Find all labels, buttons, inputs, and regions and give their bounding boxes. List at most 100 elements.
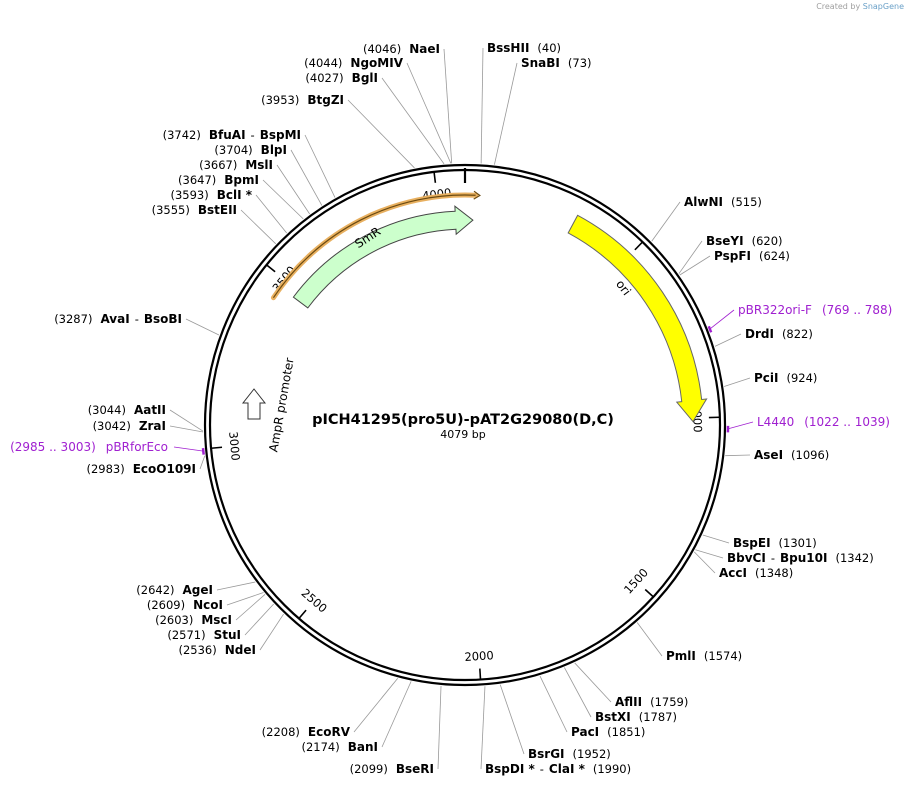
site-leader <box>276 164 310 215</box>
site-label: (3647)BpmI <box>178 173 259 187</box>
site-name: AflII <box>615 695 642 709</box>
site-name: BsrGI <box>528 747 565 761</box>
site-label: (2174)BanI <box>301 740 378 754</box>
site-name: PmlI <box>666 649 696 663</box>
site-label: (3287)AvaI-BsoBI <box>54 312 182 326</box>
site-separator: - <box>771 551 775 565</box>
site-label: BsrGI(1952) <box>528 747 611 761</box>
site-label: (3042) ZraI <box>93 419 166 433</box>
site-leader <box>480 686 486 770</box>
primer-leader <box>708 309 735 330</box>
site-name: BseRI <box>396 762 434 776</box>
site-position: (624) <box>759 249 790 263</box>
site-name: PspFI <box>714 249 751 263</box>
site-name: PciI <box>754 371 779 385</box>
site-leader <box>199 455 206 470</box>
site-leader <box>216 581 256 591</box>
site-name: PacI <box>571 725 599 739</box>
site-name: AvaI <box>100 312 129 326</box>
site-label: BbvCI-Bpu10I(1342) <box>727 551 874 565</box>
primer-range: (1022 .. 1039) <box>804 415 890 429</box>
site-label: (3742)BfuAI-BspMI <box>163 128 301 142</box>
site-leader <box>539 675 568 733</box>
tick-mark <box>479 668 482 680</box>
site-label: (3704)BlpI <box>214 143 287 157</box>
site-name-2: BsoBI <box>144 312 182 326</box>
site-position: (2983) <box>86 462 124 476</box>
site-leader <box>353 677 399 733</box>
site-leader <box>714 333 742 347</box>
site-name: ZraI <box>139 419 166 433</box>
site-name: BanI <box>348 740 378 754</box>
site-leader <box>381 681 412 748</box>
site-leader <box>290 149 323 206</box>
site-name: SnaBI <box>521 56 560 70</box>
site-name: BglI <box>352 71 378 85</box>
site-position: (2208) <box>262 725 300 739</box>
site-leader <box>437 685 442 770</box>
site-name: BbvCI <box>727 551 766 565</box>
site-leader <box>725 454 751 457</box>
primer-label: (2985 .. 3003) pBRforEco <box>10 440 168 454</box>
site-label: (3555)BstEII <box>152 203 237 217</box>
site-position: (3647) <box>178 173 216 187</box>
site-position: (3704) <box>214 143 252 157</box>
primer-leader <box>173 446 205 452</box>
site-name: BstXI <box>595 710 631 724</box>
site-position: (1990) <box>593 762 631 776</box>
tick-label: 2000 <box>464 648 494 664</box>
site-name: AgeI <box>183 583 213 597</box>
site-name: BssHII <box>487 41 529 55</box>
site-leader <box>226 592 264 606</box>
tick-label: 3000 <box>226 431 243 461</box>
site-name: MscI <box>201 613 232 627</box>
site-position: (3042) <box>93 419 131 433</box>
site-position: (822) <box>782 327 813 341</box>
site-name: BspEI <box>733 536 771 550</box>
site-leader <box>693 551 716 574</box>
site-position: (1096) <box>791 448 829 462</box>
site-separator: - <box>251 128 255 142</box>
primer-name: L4440 <box>757 415 794 429</box>
site-position: (1342) <box>835 551 873 565</box>
tick-mark <box>634 241 644 251</box>
site-name: BclI * <box>217 188 253 202</box>
site-label: BspEI(1301) <box>733 536 817 550</box>
site-label: BstXI (1787) <box>595 710 677 724</box>
site-label: PacI (1851) <box>571 725 645 739</box>
feature-label-ampr-promoter: AmpR promoter <box>266 357 296 453</box>
site-position: (1851) <box>607 725 645 739</box>
tick-label: 2500 <box>299 586 330 616</box>
site-position: (924) <box>787 371 818 385</box>
site-label: AlwNI(515) <box>684 195 762 209</box>
site-leader <box>636 622 663 657</box>
site-position: (3593) <box>170 188 208 202</box>
primer-range: (2985 .. 3003) <box>10 440 96 454</box>
site-name: BtgZI <box>307 93 344 107</box>
site-label: (4044)NgoMIV <box>304 56 404 70</box>
site-position: (1787) <box>639 710 677 724</box>
site-name: AseI <box>754 448 783 462</box>
site-name: BspDI * <box>485 762 535 776</box>
site-leader <box>235 594 266 621</box>
tick-mark <box>433 171 437 183</box>
site-label: PmlI(1574) <box>666 649 742 663</box>
site-name: MslI <box>245 158 273 172</box>
site-position: (2642) <box>136 583 174 597</box>
site-label: DrdI(822) <box>745 327 813 341</box>
site-separator: - <box>540 762 544 776</box>
site-leader <box>678 240 703 274</box>
site-label: (2983)EcoO109I <box>86 462 196 476</box>
site-label: (4046)NaeI <box>363 42 440 56</box>
site-leader <box>169 409 204 432</box>
credit-line: Created by SnapGene <box>816 2 904 11</box>
site-name: BseYI <box>706 234 744 248</box>
site-label: (3953)BtgZI <box>261 93 344 107</box>
site-leader <box>255 194 287 234</box>
site-label: BseYI(620) <box>706 234 783 248</box>
site-leader <box>381 77 445 165</box>
site-label: (3667)MslI <box>199 158 273 172</box>
site-leader <box>169 425 204 433</box>
site-position: (2536) <box>179 643 217 657</box>
primer-name: pBRforEco <box>106 440 168 454</box>
